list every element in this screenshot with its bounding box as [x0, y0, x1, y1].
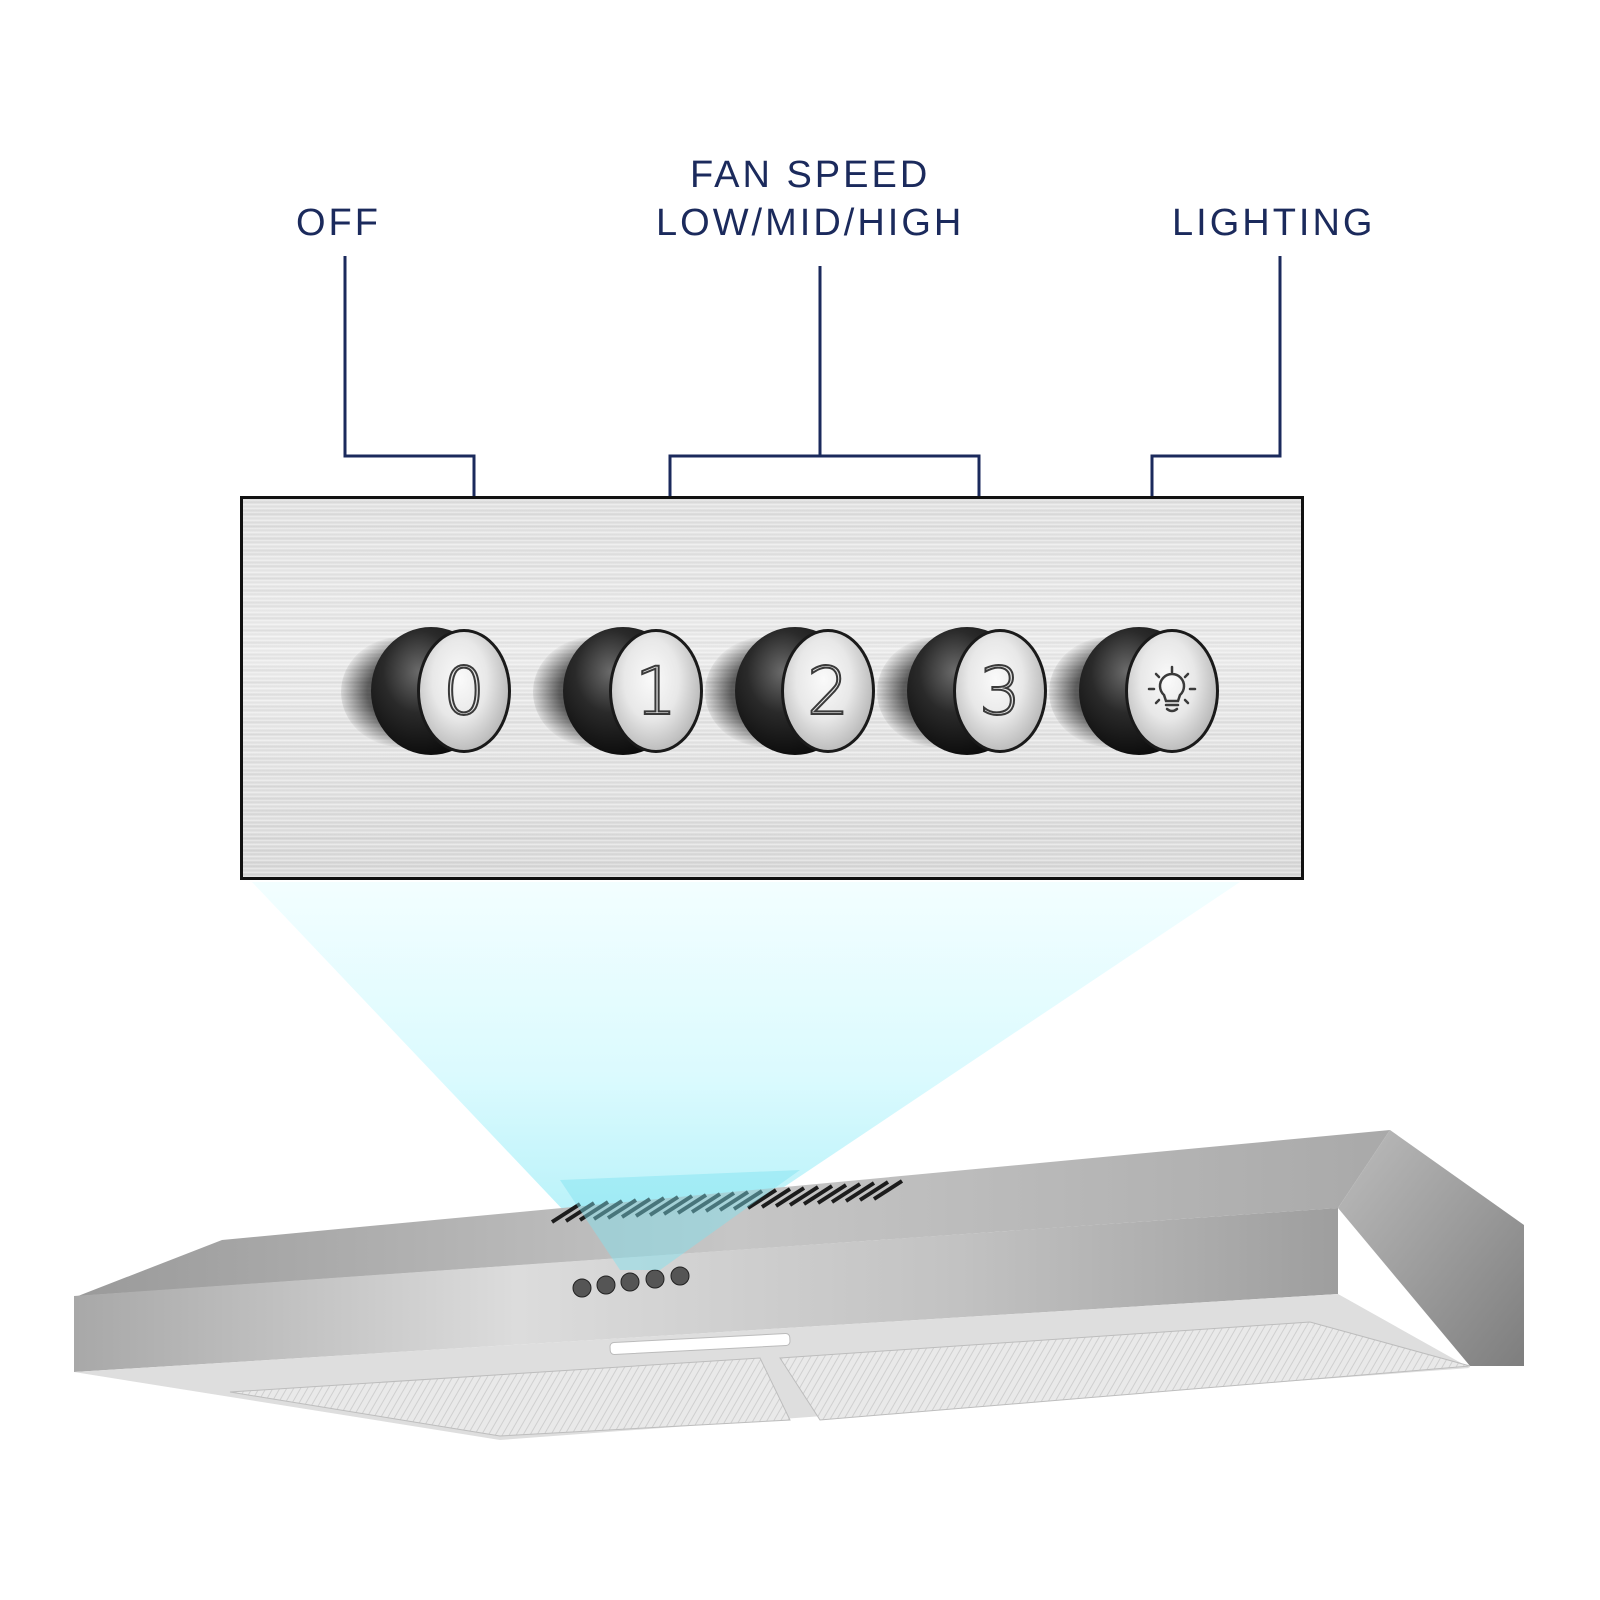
digit-1-icon: 1 — [609, 629, 703, 753]
hood-buttons — [572, 1266, 690, 1298]
button-off[interactable]: 0 — [341, 619, 511, 769]
hood-top-surface — [78, 1130, 1390, 1296]
hood-button-high — [645, 1269, 665, 1289]
button-fan-high[interactable]: 3 — [877, 619, 1047, 769]
vent-slots — [550, 1179, 904, 1224]
highlight-beam-overlay — [560, 1170, 800, 1270]
digit-3-icon: 3 — [953, 629, 1047, 753]
label-fan-speed-title: FAN SPEED — [690, 154, 931, 196]
control-panel-closeup: 0 1 2 3 — [240, 496, 1304, 880]
button-fan-low[interactable]: 1 — [533, 619, 703, 769]
hood-button-mid — [620, 1272, 640, 1292]
digit-2-icon: 2 — [781, 629, 875, 753]
hood-button-off — [572, 1278, 592, 1298]
label-lighting: LIGHTING — [1172, 202, 1376, 244]
label-off: OFF — [296, 202, 381, 244]
highlight-beam — [252, 882, 1240, 1270]
grease-filter-right — [779, 1321, 1471, 1421]
hood-side-surface — [1338, 1130, 1524, 1366]
button-fan-mid[interactable]: 2 — [705, 619, 875, 769]
grease-filter-left — [229, 1357, 791, 1437]
button-lighting[interactable] — [1049, 619, 1219, 769]
hood-button-low — [596, 1275, 616, 1295]
digit-0-icon: 0 — [417, 629, 511, 753]
hood-front-face — [74, 1208, 1338, 1372]
led-light — [609, 1333, 791, 1355]
hood-button-light — [670, 1266, 690, 1286]
light-bulb-icon — [1125, 629, 1219, 753]
label-fan-speed-levels: LOW/MID/HIGH — [656, 202, 965, 244]
